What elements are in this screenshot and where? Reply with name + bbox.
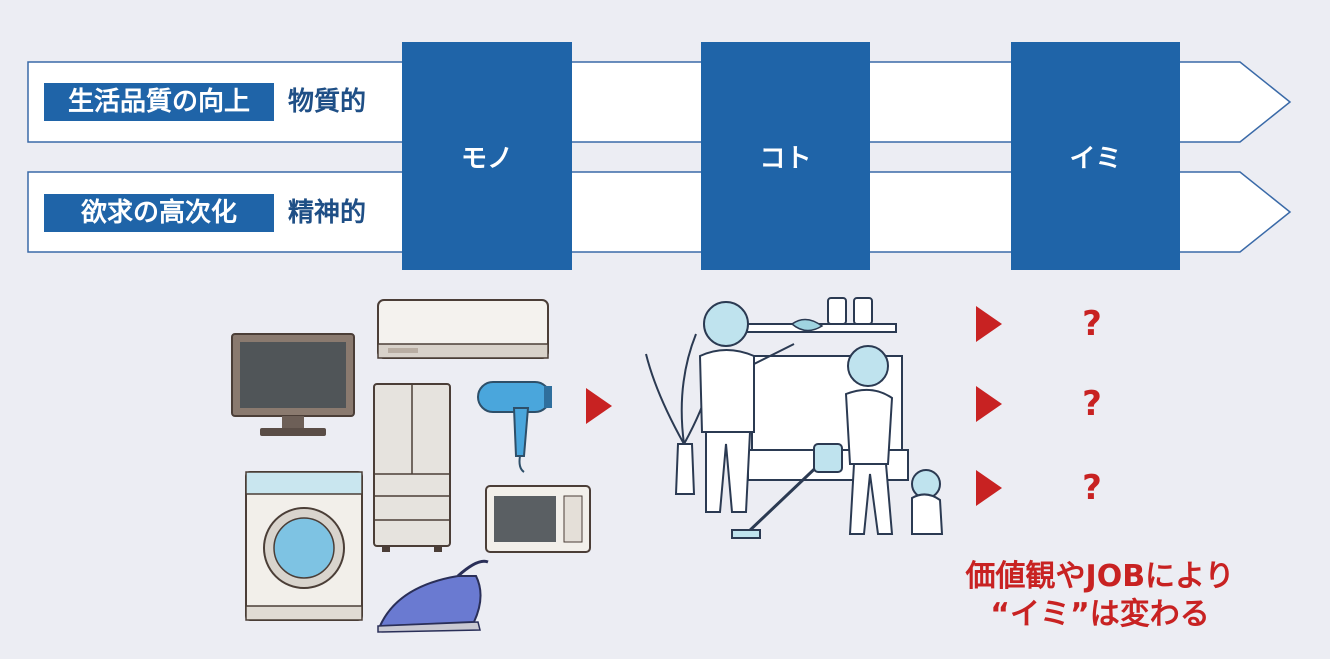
iron-icon [377, 559, 489, 633]
hair-dryer-icon [477, 381, 552, 473]
air-conditioner-icon [377, 299, 549, 359]
row-kind-spiritual: 精神的 [288, 198, 367, 228]
washing-machine-icon [245, 471, 363, 621]
note-line-2: “イミ”は変わる [990, 597, 1210, 632]
refrigerator-icon [373, 383, 451, 552]
note-text: 価値観やJOBにより “イミ”は変わる [935, 558, 1265, 634]
family-cleaning-illustration [645, 297, 944, 539]
question-mark: ? [1082, 384, 1102, 424]
stage-imi: イミ [1011, 42, 1180, 270]
red-arrow-icon [586, 388, 612, 424]
question-mark: ? [1082, 304, 1102, 344]
red-arrow-icon [976, 386, 1002, 422]
red-arrow-icon [976, 306, 1002, 342]
row-tag-desire: 欲求の高次化 [44, 194, 274, 232]
appliances-illustration [231, 299, 591, 633]
microwave-icon [485, 485, 591, 553]
stage-mono: モノ [402, 42, 572, 270]
note-line-1: 価値観やJOBにより [965, 559, 1235, 594]
tv-icon [231, 333, 355, 436]
stage-koto: コト [701, 42, 870, 270]
red-arrow-icon [976, 470, 1002, 506]
row-kind-material: 物質的 [288, 87, 367, 117]
question-mark: ? [1082, 468, 1102, 508]
row-tag-quality: 生活品質の向上 [44, 83, 274, 121]
